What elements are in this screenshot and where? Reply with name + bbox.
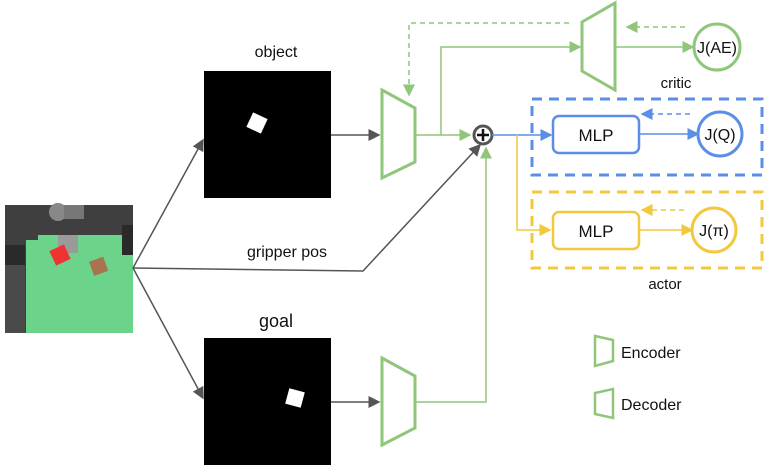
- jpi-node: [690, 206, 738, 254]
- goal-label: goal: [259, 311, 293, 331]
- actor-label: actor: [648, 276, 681, 293]
- arrow-gripper-pos: [132, 143, 482, 272]
- legend: Encoder Decoder: [593, 334, 682, 420]
- actor-mlp-label: MLP: [579, 222, 614, 241]
- object-encoder-icon: [380, 87, 417, 181]
- actor-mlp-block: [551, 210, 641, 251]
- table-surface: [26, 235, 133, 333]
- goal-image: [204, 338, 331, 465]
- jae-label: J(AE): [697, 40, 737, 57]
- jq-label: J(Q): [704, 127, 735, 144]
- brown-target: [89, 256, 109, 276]
- legend-decoder-label: Decoder: [621, 397, 682, 414]
- sum-to-actor-mlp: [516, 135, 552, 236]
- decoder-gradient: [403, 22, 569, 97]
- jq-node: [696, 110, 744, 158]
- goal-encoder-to-sum: [415, 146, 492, 403]
- critic-mlp-label: MLP: [579, 126, 614, 145]
- object-image: [204, 71, 331, 198]
- object-label: object: [255, 44, 298, 61]
- critic-mlp-block: [551, 114, 641, 155]
- critic-label: critic: [661, 75, 692, 92]
- scene-image: [5, 203, 133, 333]
- jpi-label: J(π): [699, 223, 729, 240]
- encoder-trapezoid-icon: [593, 334, 615, 368]
- encoder-to-decoder: [440, 41, 582, 135]
- decoder-trapezoid-icon: [593, 387, 615, 420]
- legend-encoder-label: Encoder: [621, 345, 681, 362]
- jae-node: [692, 22, 742, 72]
- red-object: [49, 244, 71, 266]
- arrow-to-goal: [132, 267, 204, 400]
- arrow-to-object: [132, 138, 204, 269]
- gripper-pos-label: gripper pos: [247, 244, 327, 261]
- robot-base: [49, 203, 67, 221]
- decoder-icon: [580, 0, 617, 93]
- goal-encoder-icon: [380, 355, 417, 448]
